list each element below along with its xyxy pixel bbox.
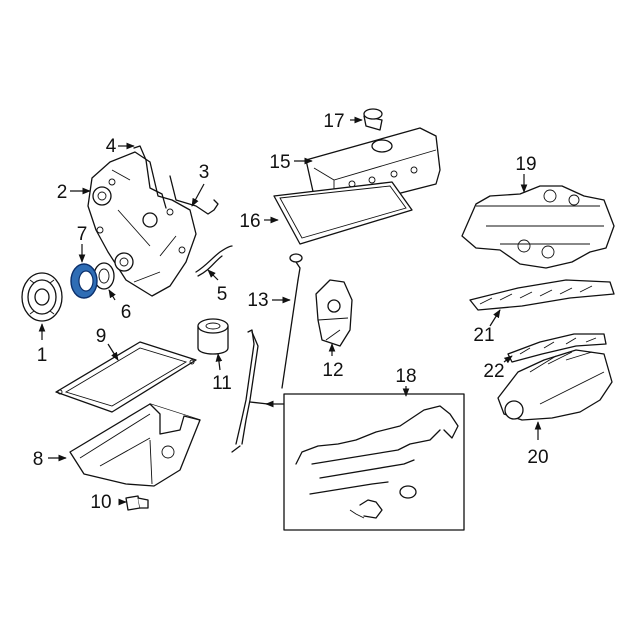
part-21-intake-gasket[interactable] xyxy=(469,279,615,311)
part-4-cover-gasket[interactable] xyxy=(133,145,167,209)
callout-19: 19 xyxy=(515,154,536,175)
callout-22: 22 xyxy=(483,361,504,382)
part-19-upper-intake[interactable] xyxy=(461,185,615,269)
callout-17: 17 xyxy=(323,111,344,132)
part-16-valve-cover-gasket[interactable] xyxy=(273,181,413,245)
callout-11: 11 xyxy=(212,373,232,394)
part-20-lower-intake[interactable] xyxy=(497,349,613,421)
callout-5: 5 xyxy=(217,284,228,305)
part-3-cover-gasket[interactable] xyxy=(169,175,219,215)
callout-9: 9 xyxy=(96,326,107,347)
part-13-dipstick[interactable] xyxy=(281,253,303,389)
callout-2: 2 xyxy=(57,182,68,203)
callout-7: 7 xyxy=(77,224,88,245)
callout-10: 10 xyxy=(90,492,111,513)
callout-16: 16 xyxy=(239,211,260,232)
callout-8: 8 xyxy=(33,449,44,470)
part-5-hose[interactable] xyxy=(195,245,233,277)
callout-12: 12 xyxy=(322,360,343,381)
callout-3: 3 xyxy=(199,162,210,183)
part-9-pan-gasket[interactable] xyxy=(55,341,197,413)
callout-15: 15 xyxy=(269,152,290,173)
callout-6: 6 xyxy=(121,302,132,323)
part-11-oil-filter[interactable] xyxy=(197,318,229,355)
callout-4: 4 xyxy=(106,136,117,157)
callout-18: 18 xyxy=(395,366,416,387)
part-22-lower-gasket[interactable] xyxy=(507,333,607,363)
part-8-oil-pan[interactable] xyxy=(69,403,201,487)
part-7-front-seal-highlighted[interactable] xyxy=(70,263,98,299)
callout-20: 20 xyxy=(527,447,548,468)
part-17-filler-cap[interactable] xyxy=(363,108,383,131)
part-18-harness-kit[interactable] xyxy=(283,393,465,531)
part-12-adapter[interactable] xyxy=(315,279,353,347)
callout-21: 21 xyxy=(473,325,494,346)
callout-1: 1 xyxy=(37,345,48,366)
callout-13: 13 xyxy=(247,290,268,311)
part-10-drain-plug[interactable] xyxy=(125,495,149,511)
part-2-timing-cover[interactable] xyxy=(87,151,197,297)
part-1-crank-pulley[interactable] xyxy=(21,272,63,322)
part-14-dipstick-tube[interactable] xyxy=(231,329,269,453)
